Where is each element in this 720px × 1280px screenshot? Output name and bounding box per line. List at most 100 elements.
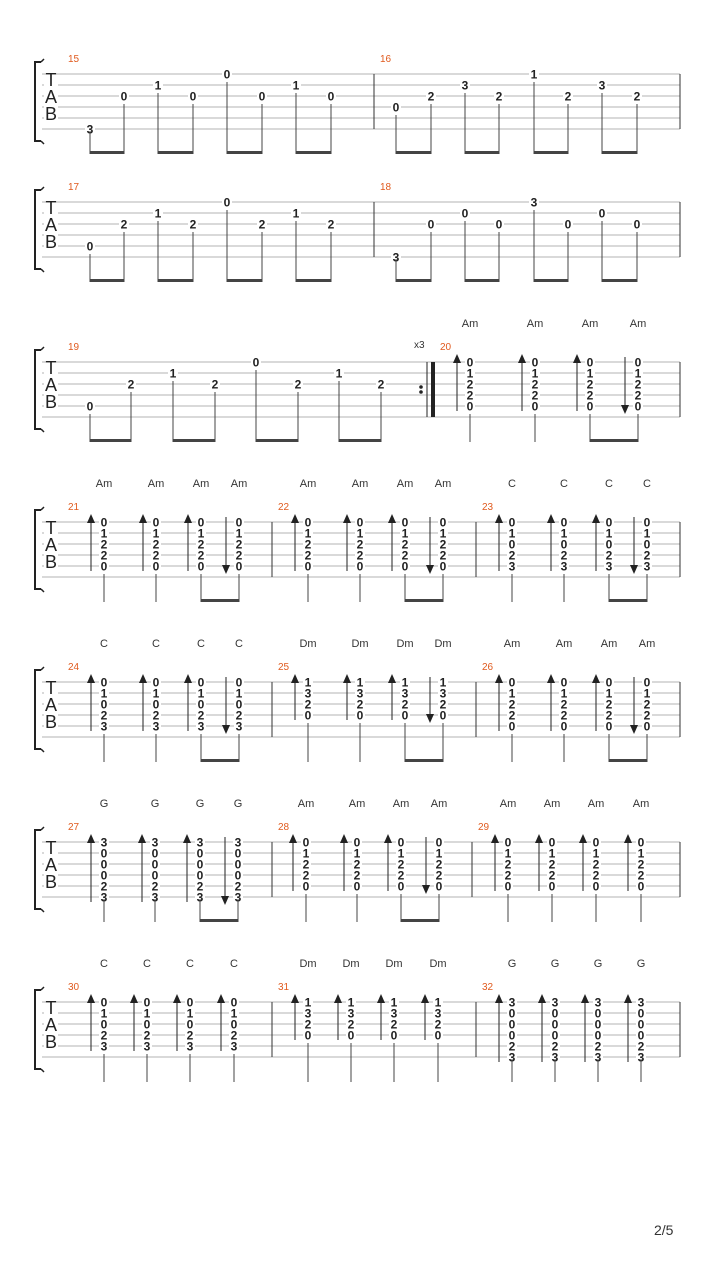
fret-bg bbox=[465, 378, 475, 390]
fret-bg bbox=[550, 1029, 560, 1041]
fret-bg bbox=[507, 1007, 517, 1019]
fret-number: 0 bbox=[153, 698, 160, 712]
strum-up-arrow bbox=[547, 674, 555, 683]
fret-bg bbox=[465, 356, 475, 368]
strum-up-arrow bbox=[538, 994, 546, 1003]
fret-number: 2 bbox=[435, 1018, 442, 1032]
tab-clef-letter: A bbox=[45, 87, 57, 107]
fret-bg bbox=[195, 880, 205, 892]
fret-bg bbox=[126, 378, 136, 390]
note: 2 bbox=[126, 378, 136, 442]
fret-bg bbox=[229, 996, 239, 1008]
fret-bg bbox=[229, 1029, 239, 1041]
fret-number: 3 bbox=[561, 560, 568, 574]
fret-number: 2 bbox=[101, 709, 108, 723]
fret-number: 3 bbox=[187, 1040, 194, 1054]
fret-bg bbox=[326, 218, 336, 230]
fret-number: 0 bbox=[393, 101, 400, 115]
fret-number: 1 bbox=[293, 207, 300, 221]
chord-name: C bbox=[605, 478, 613, 490]
fret-bg bbox=[151, 549, 161, 561]
repeat-barline-thick bbox=[431, 362, 435, 417]
fret-bg bbox=[234, 560, 244, 572]
fret-number: 1 bbox=[198, 527, 205, 541]
fret-number: 0 bbox=[638, 880, 645, 894]
fret-number: 0 bbox=[638, 1007, 645, 1021]
tab-clef-letter: T bbox=[46, 70, 57, 90]
beam bbox=[590, 439, 638, 442]
fret-number: 3 bbox=[402, 687, 409, 701]
fret-bg bbox=[591, 858, 601, 870]
fret-bg bbox=[389, 1018, 399, 1030]
strum-up-arrow bbox=[343, 514, 351, 523]
fret-number: 0 bbox=[532, 356, 539, 370]
fret-number: 1 bbox=[402, 527, 409, 541]
fret-bg bbox=[593, 1029, 603, 1041]
note: 2 bbox=[257, 218, 267, 282]
fret-bg bbox=[99, 698, 109, 710]
fret-bg bbox=[507, 1018, 517, 1030]
fret-bg bbox=[642, 560, 652, 572]
chord-name: Dm bbox=[385, 958, 402, 970]
fret-number: 0 bbox=[467, 356, 474, 370]
fret-bg bbox=[150, 847, 160, 859]
fret-bg bbox=[507, 1051, 517, 1063]
fret-bg bbox=[438, 549, 448, 561]
strum-up-arrow bbox=[518, 354, 526, 363]
fret-number: 0 bbox=[152, 847, 159, 861]
note: 0 bbox=[222, 196, 232, 282]
fret-bg bbox=[604, 698, 614, 710]
beam bbox=[227, 151, 262, 154]
fret-bg bbox=[591, 847, 601, 859]
tab-clef-letter: A bbox=[45, 855, 57, 875]
fret-bg bbox=[352, 836, 362, 848]
note: 0 bbox=[85, 400, 95, 442]
fret-bg bbox=[530, 378, 540, 390]
beam bbox=[296, 151, 331, 154]
fret-number: 1 bbox=[357, 676, 364, 690]
fret-number: 0 bbox=[231, 996, 238, 1010]
fret-bg bbox=[99, 836, 109, 848]
note: 1 bbox=[291, 207, 301, 282]
chord-name: Am bbox=[527, 318, 544, 330]
tab-clef-letter: T bbox=[46, 358, 57, 378]
fret-number: 2 bbox=[635, 389, 642, 403]
fret-bg bbox=[433, 1018, 443, 1030]
fret-number: 3 bbox=[101, 720, 108, 734]
fret-number: 2 bbox=[305, 549, 312, 563]
tab-clef-bg bbox=[44, 843, 58, 896]
fret-number: 0 bbox=[231, 1018, 238, 1032]
fret-number: 0 bbox=[305, 560, 312, 574]
fret-number: 2 bbox=[606, 709, 613, 723]
fret-number: 1 bbox=[402, 676, 409, 690]
fret-number: 2 bbox=[303, 858, 310, 872]
fret-number: 3 bbox=[509, 996, 516, 1010]
beam bbox=[396, 279, 431, 282]
fret-bg bbox=[438, 560, 448, 572]
fret-number: 1 bbox=[303, 847, 310, 861]
fret-number: 0 bbox=[561, 538, 568, 552]
strum-up-arrow bbox=[592, 514, 600, 523]
fret-number: 0 bbox=[532, 400, 539, 414]
fret-number: 0 bbox=[509, 1029, 516, 1043]
fret-bg bbox=[99, 709, 109, 721]
fret-number: 0 bbox=[509, 1018, 516, 1032]
fret-number: 0 bbox=[606, 720, 613, 734]
fret-bg bbox=[559, 698, 569, 710]
chord-name: G bbox=[594, 958, 603, 970]
chord-name: C bbox=[230, 958, 238, 970]
note: 2 bbox=[426, 90, 436, 154]
fret-number: 2 bbox=[378, 378, 385, 392]
bracket-hook bbox=[40, 186, 45, 191]
fret-number: 2 bbox=[467, 378, 474, 392]
fret-bg bbox=[642, 709, 652, 721]
note: 0 bbox=[251, 356, 261, 442]
fret-bg bbox=[85, 123, 95, 135]
chord-name: Am bbox=[504, 638, 521, 650]
fret-number: 0 bbox=[303, 836, 310, 850]
